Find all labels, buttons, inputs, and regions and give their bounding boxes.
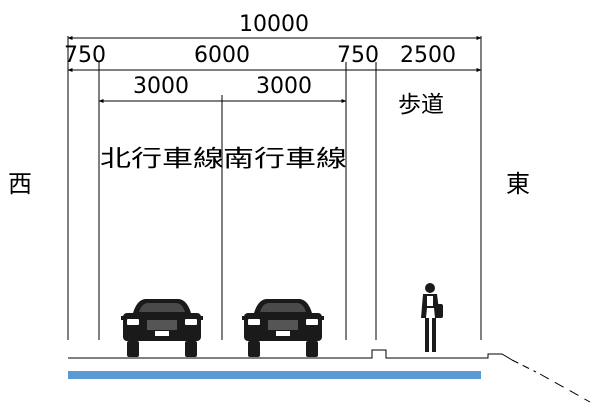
road-surface [68,349,591,403]
foundation-band [68,371,481,379]
dim-lane-north: 3000 [133,74,189,99]
label-east: 東 [506,170,530,198]
dimension-lines [67,36,482,107]
dim-left-shoulder: 750 [64,43,106,68]
dim-lane-south: 3000 [256,74,312,99]
dim-sidewalk: 2500 [400,43,456,68]
dim-total: 10000 [239,12,309,37]
label-sidewalk: 歩道 [398,92,444,118]
dim-right-shoulder: 750 [337,43,379,68]
pedestrian-icon [421,283,443,352]
label-northbound-lane: 北行車線 [100,146,224,172]
label-southbound-lane: 南行車線 [223,146,347,172]
car-icon [121,299,203,357]
extension-lines [67,36,482,340]
label-west: 西 [8,170,32,198]
car-icon [242,299,324,357]
dim-carriageway: 6000 [194,43,250,68]
